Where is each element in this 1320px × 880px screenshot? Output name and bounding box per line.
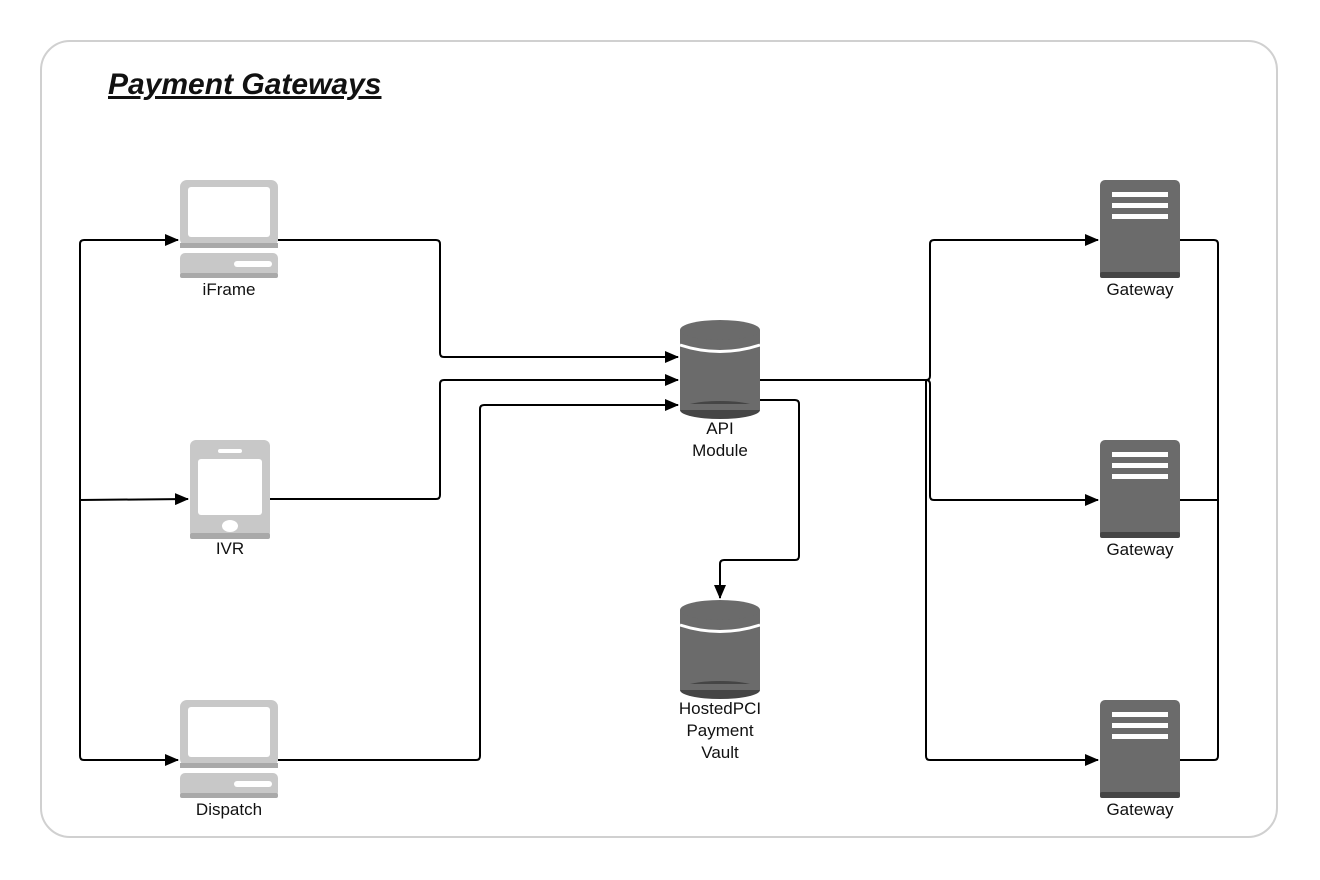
node-label-api-line-1: API xyxy=(706,419,733,438)
node-gateway-1: Gateway xyxy=(1100,180,1180,299)
node-label-gateway-3: Gateway xyxy=(1106,800,1174,819)
node-label-dispatch: Dispatch xyxy=(196,800,262,819)
server-icon xyxy=(1100,440,1180,538)
connector-api-to-gateway-1 xyxy=(760,234,1099,381)
diagram-title: Payment Gateways xyxy=(108,68,382,101)
connector-ivr-to-api xyxy=(268,374,679,500)
connector-iframe-to-api xyxy=(278,239,679,363)
node-label-iframe: iFrame xyxy=(203,280,256,299)
connector-api-to-gateway-3 xyxy=(925,380,1099,766)
node-label-api-line-2: Module xyxy=(692,441,748,460)
node-gateway-3: Gateway xyxy=(1100,700,1180,819)
node-label-vault-line-2: Payment xyxy=(686,721,753,740)
connectors xyxy=(79,234,1219,766)
node-ivr: IVR xyxy=(190,440,270,558)
node-label-ivr: IVR xyxy=(216,539,244,558)
connector-api-to-vault xyxy=(714,399,800,599)
connector-dispatch-to-api xyxy=(278,399,679,761)
desktop-computer-icon xyxy=(180,700,278,798)
connector-bus-to-iframe xyxy=(79,234,179,500)
node-label-vault-line-3: Vault xyxy=(701,743,739,762)
connector-api-to-gateway-2 xyxy=(925,379,1099,506)
node-dispatch: Dispatch xyxy=(180,700,278,819)
mobile-phone-icon xyxy=(190,440,270,539)
node-iframe: iFrame xyxy=(180,180,278,299)
connector-bus-to-dispatch xyxy=(79,500,179,766)
diagram-frame xyxy=(40,40,1278,838)
database-icon xyxy=(679,600,761,699)
server-icon xyxy=(1100,700,1180,798)
connector-bus-to-ivr xyxy=(79,493,189,506)
node-label-vault-line-1: HostedPCI xyxy=(679,699,761,718)
node-payment-vault: HostedPCI Payment Vault xyxy=(679,600,761,762)
database-icon xyxy=(679,320,761,419)
node-label-gateway-2: Gateway xyxy=(1106,540,1174,559)
node-gateway-2: Gateway xyxy=(1100,440,1180,559)
node-label-gateway-1: Gateway xyxy=(1106,280,1174,299)
desktop-computer-icon xyxy=(180,180,278,278)
node-api-module: API Module xyxy=(679,320,761,460)
server-icon xyxy=(1100,180,1180,278)
